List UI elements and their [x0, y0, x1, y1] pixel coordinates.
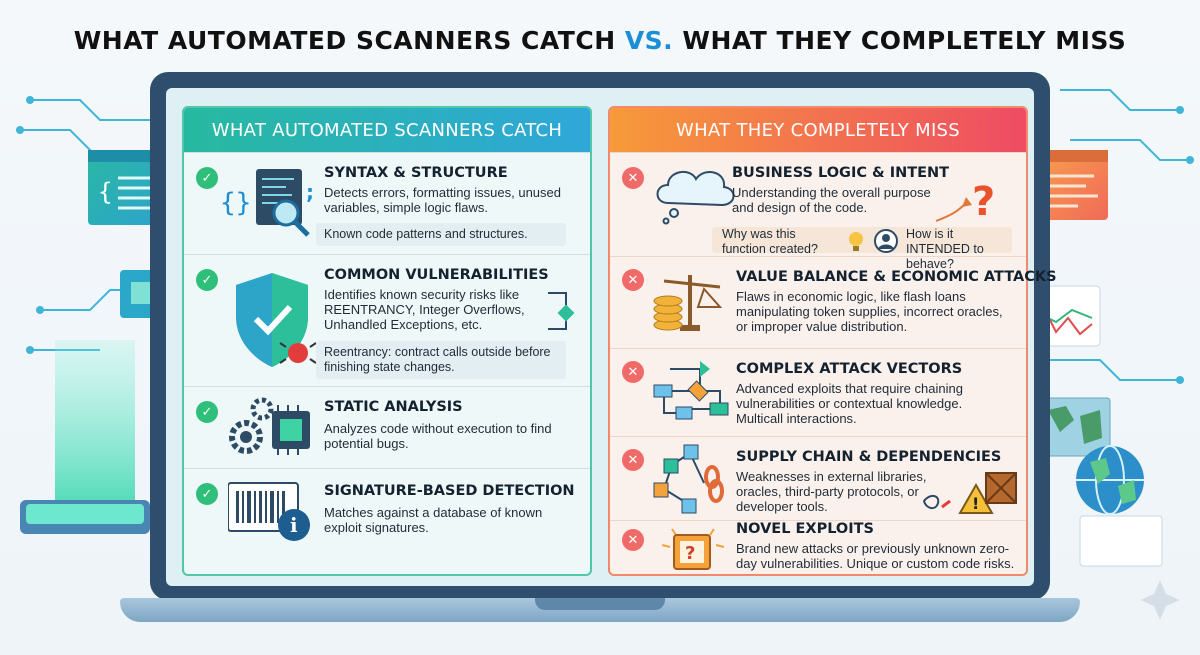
svg-text:i: i: [290, 513, 298, 537]
item-description: Matches against a database of known expl…: [324, 505, 543, 535]
svg-text:!: !: [972, 494, 979, 513]
item-title: BUSINESS LOGIC & INTENT: [732, 165, 950, 181]
item-description: Weaknesses in external libraries, oracle…: [736, 469, 927, 514]
page-title: WHAT AUTOMATED SCANNERS CATCH VS. WHAT T…: [73, 26, 1127, 55]
cross-icon: ✕: [622, 167, 644, 189]
flowchart-icon: [653, 361, 729, 420]
item-description: Identifies known security risks like REE…: [324, 287, 525, 332]
catch-item-vulnerabilities: ✓ COMMON VULNERABILITIES Identifies know…: [184, 254, 590, 386]
flow-connector-icon: [548, 292, 575, 330]
catch-item-syntax: ✓ {} ; SYNTAX & STRUCTURE Detects errors…: [184, 152, 590, 254]
circuit-decoration-left: [16, 96, 162, 534]
miss-item-attack-vectors: ✕ COMPLEX ATTACK VECTORS Advanced exploi…: [610, 348, 1026, 436]
lightbulb-person-icon: [849, 229, 898, 253]
svg-text:{: {: [98, 178, 112, 206]
check-icon: ✓: [196, 167, 218, 189]
item-title: SUPPLY CHAIN & DEPENDENCIES: [736, 449, 1002, 465]
thought-cloud-icon: [656, 170, 735, 225]
svg-text:?: ?: [972, 179, 995, 225]
check-icon: ✓: [196, 483, 218, 505]
item-title: VALUE BALANCE & ECONOMIC ATTACKS: [736, 269, 1057, 285]
item-note: Known code patterns and structures.: [316, 223, 566, 246]
svg-text:{}: {}: [220, 188, 251, 218]
item-description: Brand new attacks or previously unknown …: [736, 541, 1015, 571]
item-description: Detects errors, formatting issues, unuse…: [324, 185, 561, 215]
item-description: Analyzes code without execution to find …: [324, 421, 552, 451]
catch-panel-header: WHAT AUTOMATED SCANNERS CATCH: [184, 108, 590, 152]
miss-panel-header: WHAT THEY COMPLETELY MISS: [610, 108, 1026, 152]
item-title: STATIC ANALYSIS: [324, 399, 463, 415]
catch-panel: WHAT AUTOMATED SCANNERS CATCH ✓ {} ; SYN…: [182, 106, 592, 576]
miss-item-novel-exploits: ✕ ? NOVEL EXPLOITS Brand new attacks or …: [610, 520, 1026, 576]
broken-package-warning-icon: !: [922, 472, 1017, 514]
cross-icon: ✕: [622, 449, 644, 471]
vs-label: VS.: [624, 26, 674, 55]
cross-icon: ✕: [622, 361, 644, 383]
miss-panel: WHAT THEY COMPLETELY MISS ✕ BUSINESS LOG…: [608, 106, 1057, 576]
question-how: How is it INTENDED to behave?: [906, 227, 984, 271]
question-mark-icon: ?: [935, 179, 995, 225]
circuit-decoration-right: [1040, 89, 1194, 620]
item-description: Flaws in economic logic, like flash loan…: [736, 289, 1003, 334]
cubes-chain-icon: [653, 444, 724, 514]
svg-text:?: ?: [685, 543, 695, 564]
miss-item-supply-chain: ✕ SUPPLY CHAIN & DEPENDENCIES Weaknesses…: [610, 436, 1026, 520]
catch-item-static-analysis: ✓ STATIC ANALYSIS Analyzes code without …: [184, 386, 590, 468]
item-description: Understanding the overall purpose and de…: [732, 185, 931, 215]
cross-icon: ✕: [622, 269, 644, 291]
item-description: Advanced exploits that require chaining …: [736, 381, 963, 426]
item-title: SIGNATURE-BASED DETECTION: [324, 483, 575, 499]
item-note: Reentrancy: contract calls outside befor…: [316, 341, 566, 379]
miss-item-economic: ✕ VALUE BALANCE & ECONOMIC ATTACKS Flaws…: [610, 256, 1057, 348]
item-title: SYNTAX & STRUCTURE: [324, 165, 508, 181]
laptop-notch: [535, 598, 665, 610]
item-title: COMMON VULNERABILITIES: [324, 267, 549, 283]
gears-chip-icon: [229, 397, 310, 455]
question-box-icon: ?: [661, 528, 725, 570]
barcode-info-icon: i: [228, 482, 310, 541]
scale-coins-icon: [653, 275, 723, 331]
svg-text:;: ;: [306, 180, 314, 204]
item-title: NOVEL EXPLOITS: [736, 521, 874, 537]
check-icon: ✓: [196, 401, 218, 423]
cross-icon: ✕: [622, 529, 644, 551]
question-why: Why was this function created?: [722, 227, 818, 256]
miss-item-business-logic: ✕ BUSINESS LOGIC & INTENT Understanding …: [610, 152, 1026, 271]
shield-bug-icon: [236, 273, 317, 367]
check-icon: ✓: [196, 269, 218, 291]
catch-item-signature: ✓ i SIGNATURE-BASED DETECTION Matches ag…: [184, 468, 590, 576]
code-magnifier-icon: {} ;: [220, 169, 314, 237]
item-title: COMPLEX ATTACK VECTORS: [736, 361, 963, 377]
